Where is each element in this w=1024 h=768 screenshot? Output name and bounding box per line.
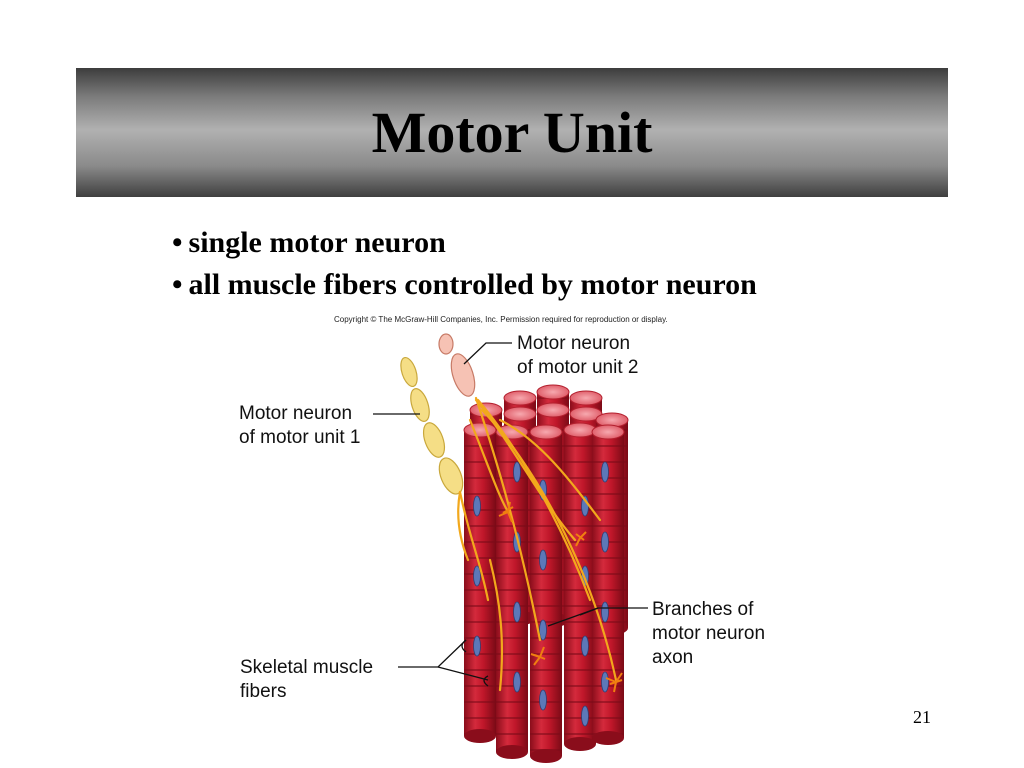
nucleus — [601, 671, 609, 693]
bullet-symbol: • — [172, 268, 183, 301]
nucleus — [601, 531, 609, 553]
label-line: fibers — [240, 681, 287, 702]
label-skeletal-muscle-fibers: Skeletal muscle fibers — [240, 656, 373, 704]
nucleus — [539, 689, 547, 711]
label-axon-branches: Branches of motor neuron axon — [652, 598, 765, 670]
nucleus — [513, 461, 521, 483]
muscle-fiber — [563, 422, 597, 751]
slide-title: Motor Unit — [371, 100, 653, 165]
bullet-item: •all muscle fibers controlled by motor n… — [172, 264, 757, 306]
muscle-fiber-bundle — [463, 384, 629, 763]
neuromuscular-junctions — [498, 501, 623, 693]
nucleus — [513, 671, 521, 693]
label-line: of motor unit 1 — [239, 427, 361, 448]
muscle-fiber — [463, 422, 497, 743]
label-line: of motor unit 2 — [517, 357, 639, 378]
label-line: Motor neuron — [239, 403, 353, 424]
nucleus — [539, 549, 547, 571]
nucleus — [473, 635, 481, 657]
page-number: 21 — [913, 707, 931, 727]
axon-branches — [457, 396, 618, 692]
label-motor-neuron-unit-2: Motor neuron of motor unit 2 — [517, 332, 638, 380]
bullet-symbol: • — [172, 226, 183, 259]
nucleus — [581, 635, 589, 657]
nucleus — [539, 619, 547, 641]
label-line: axon — [652, 647, 694, 668]
title-bar: Motor Unit — [76, 68, 948, 197]
motor-neuron-unit-1 — [400, 356, 464, 495]
muscle-fiber — [529, 424, 563, 763]
nucleus — [601, 461, 609, 483]
label-line: motor neuron — [652, 623, 766, 644]
motor-neuron-unit-2 — [438, 333, 476, 397]
muscle-fiber — [591, 424, 625, 745]
bullet-item: •single motor neuron — [172, 222, 757, 264]
bullet-text: single motor neuron — [188, 226, 446, 259]
copyright-notice: Copyright © The McGraw-Hill Companies, I… — [334, 315, 668, 324]
label-line: Branches of — [652, 599, 754, 620]
nucleus — [601, 601, 609, 623]
label-leader-lines — [373, 342, 648, 687]
bullet-text: all muscle fibers controlled by motor ne… — [188, 268, 757, 301]
bullet-list: •single motor neuron •all muscle fibers … — [172, 222, 757, 306]
nucleus — [581, 705, 589, 727]
muscle-fiber — [495, 424, 529, 759]
label-line: Skeletal muscle — [240, 657, 374, 678]
nucleus — [513, 601, 521, 623]
label-motor-neuron-unit-1: Motor neuron of motor unit 1 — [239, 402, 360, 450]
nucleus — [473, 565, 481, 587]
label-line: Motor neuron — [517, 333, 631, 354]
nucleus — [473, 495, 481, 517]
